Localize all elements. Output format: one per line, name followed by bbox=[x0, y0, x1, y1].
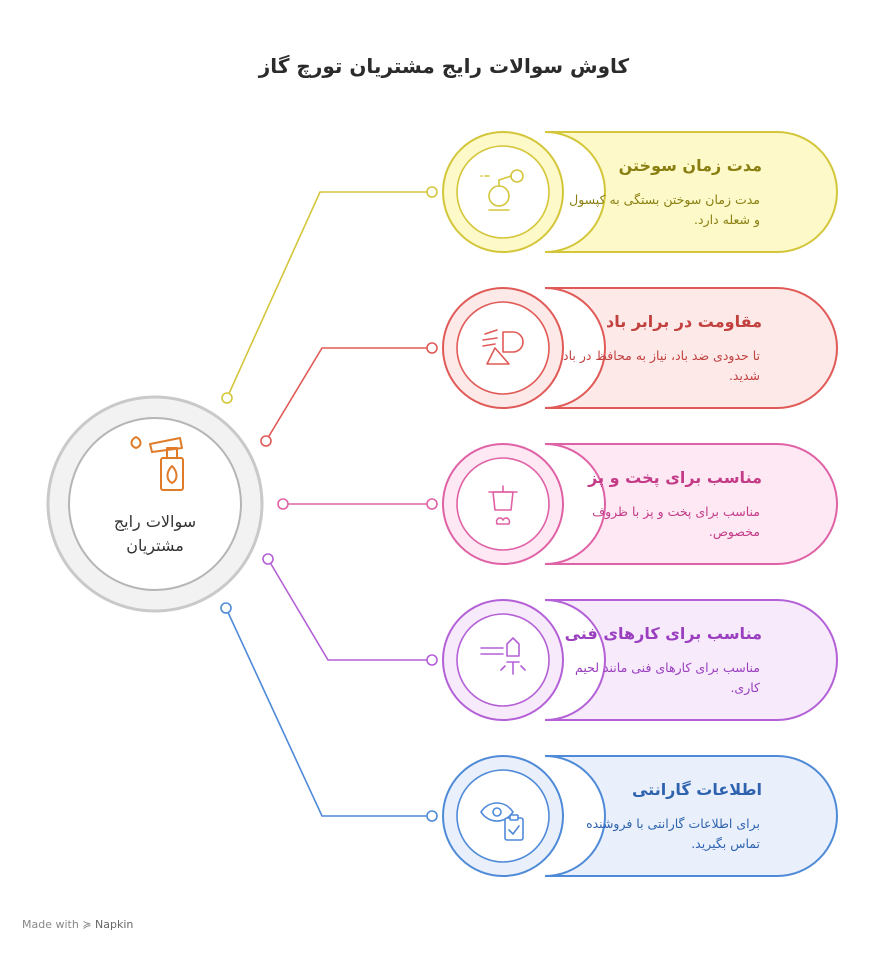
card-title-4: مناسب برای کارهای فنی bbox=[564, 624, 762, 643]
connector-dot bbox=[426, 654, 438, 666]
connector-4 bbox=[262, 553, 438, 666]
brand-label: Napkin bbox=[95, 918, 134, 931]
connector-dot bbox=[220, 602, 232, 614]
card-2 bbox=[442, 287, 838, 409]
connector-2 bbox=[260, 342, 438, 447]
page-title: کاوش سوالات رایج مشتریان تورچ گاز bbox=[258, 54, 630, 78]
soldering-torch-icon bbox=[480, 637, 526, 675]
connector-3 bbox=[277, 498, 438, 510]
connector-dot bbox=[260, 435, 272, 447]
footer: Made with ≽ Napkin bbox=[22, 918, 133, 931]
card-title-5: اطلاعات گارانتی bbox=[631, 780, 762, 799]
connector-dot bbox=[221, 392, 233, 404]
cooking-pot-icon bbox=[488, 485, 518, 525]
gas-torch-icon bbox=[130, 436, 184, 491]
hub-node bbox=[46, 395, 264, 613]
card-1 bbox=[442, 131, 838, 253]
card-title-1: مدت زمان سوختن bbox=[618, 156, 762, 175]
connectors bbox=[220, 186, 438, 822]
card-description-5: برای اطلاعات گارانتی با فروشنده تماس بگی… bbox=[586, 816, 760, 851]
card-4 bbox=[442, 599, 838, 721]
wind-headlight-icon bbox=[482, 329, 524, 365]
connector-dot bbox=[426, 498, 438, 510]
card-description-4: مناسب برای کارهای فنی مانند لحیم کاری. bbox=[575, 660, 760, 695]
made-with-label: Made with bbox=[22, 918, 79, 931]
card-description-1: مدت زمان سوختن بستگی به کپسول و شعله دار… bbox=[569, 192, 760, 227]
card-description-3: مناسب برای پخت و پز با ظروف مخصوص. bbox=[592, 504, 760, 539]
connector-dot bbox=[277, 498, 289, 510]
cards bbox=[442, 131, 838, 877]
warranty-clipboard-icon bbox=[480, 802, 524, 841]
napkin-logo-icon: ≽ bbox=[82, 918, 92, 931]
connector-dot bbox=[262, 553, 274, 565]
connector-1 bbox=[221, 186, 438, 404]
card-5 bbox=[442, 755, 838, 877]
card-3 bbox=[442, 443, 838, 565]
connector-5 bbox=[220, 602, 438, 822]
card-title-2: مقاومت در برابر باد bbox=[606, 312, 762, 331]
perfume-bottle-icon bbox=[480, 169, 524, 211]
connector-dot bbox=[426, 342, 438, 354]
card-title-3: مناسب برای پخت و پز bbox=[588, 468, 762, 487]
hub-label: سوالات رایج مشتریان bbox=[113, 512, 197, 555]
connector-dot bbox=[426, 186, 438, 198]
connector-dot bbox=[426, 810, 438, 822]
card-description-2: تا حدودی ضد باد، نیاز به محافظ در باد شد… bbox=[563, 348, 760, 383]
